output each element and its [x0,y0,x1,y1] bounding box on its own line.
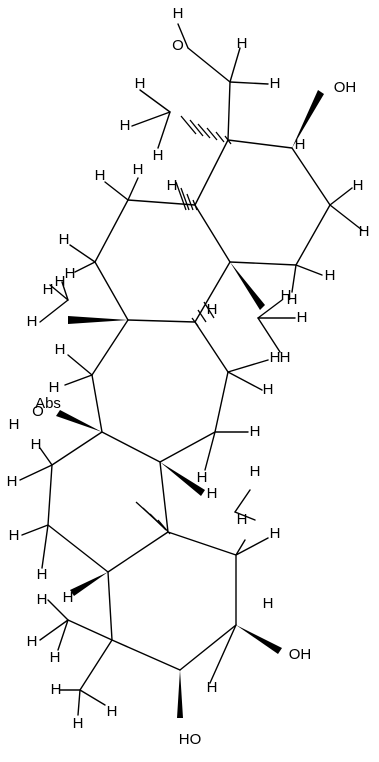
atom-label-h: H [59,231,70,248]
atom-label-h: H [297,309,308,326]
atom-label-h: H [270,349,281,366]
atom-label-h: H [55,273,66,290]
atom-label-h: H [359,223,370,240]
atom-label-h: H [55,341,66,358]
atom-label-o: O [32,403,44,420]
atom-label-h: H [135,75,146,92]
atom-label-h: H [37,591,48,608]
hashed-bonds [135,115,232,535]
atom-label-h: H [353,177,364,194]
atom-label-h: H [280,349,291,366]
atom-label-h: H [250,463,261,480]
atom-label-h: H [120,117,131,134]
atom-label-h: H [153,147,164,164]
atom-label-h: H [325,267,336,284]
atom-label-h: H [207,301,218,318]
atom-label-h: H [207,485,218,502]
atom-label-h: H [167,177,178,194]
substituent-bonds [19,23,363,716]
atom-label-h: H [31,436,42,453]
atom-label-h: H [173,5,184,22]
atom-label-h: H [7,473,18,490]
atom-label-h: H [37,566,48,583]
atom-label-h: H [63,589,74,606]
atom-label-h: H [65,265,76,282]
atom-label-h: H [295,136,306,153]
atom-label-oh: OH [289,646,312,663]
atom-labels: H O H H OH H H H H H H H H H H H H H H H… [7,5,370,748]
atom-label-h: H [49,379,60,396]
atom-label-h: H [133,161,144,178]
atom-label-h: H [107,703,118,720]
atom-label-h: H [207,679,218,696]
atom-label-h: H [250,423,261,440]
atom-label-o: O [172,37,184,54]
atom-label-h: H [73,715,84,732]
atom-label-oh: OH [334,79,357,96]
atom-label-h: H [237,35,248,52]
atom-label-h: H [43,281,54,298]
atom-label-h: H [27,633,38,650]
atom-label-h: H [237,511,248,528]
atom-label-h: H [51,681,62,698]
atom-label-h: H [197,469,208,486]
atom-label-ho: HO [179,731,202,748]
skeleton-bonds [47,139,331,671]
atom-label-abs: Abs [35,395,61,412]
atom-label-h: H [50,649,61,666]
atom-label-h: H [95,167,106,184]
atom-label-h: H [270,525,281,542]
atom-label-h: H [287,291,298,308]
atom-label-h: H [9,527,20,544]
atom-label-h: H [270,75,281,92]
wedge-bonds [56,90,324,718]
atom-label-h: H [263,381,274,398]
atom-label-h: H [27,313,38,330]
atom-label-h: H [263,595,274,612]
atom-label-h: H [281,287,292,304]
atom-label-h: H [9,416,20,433]
